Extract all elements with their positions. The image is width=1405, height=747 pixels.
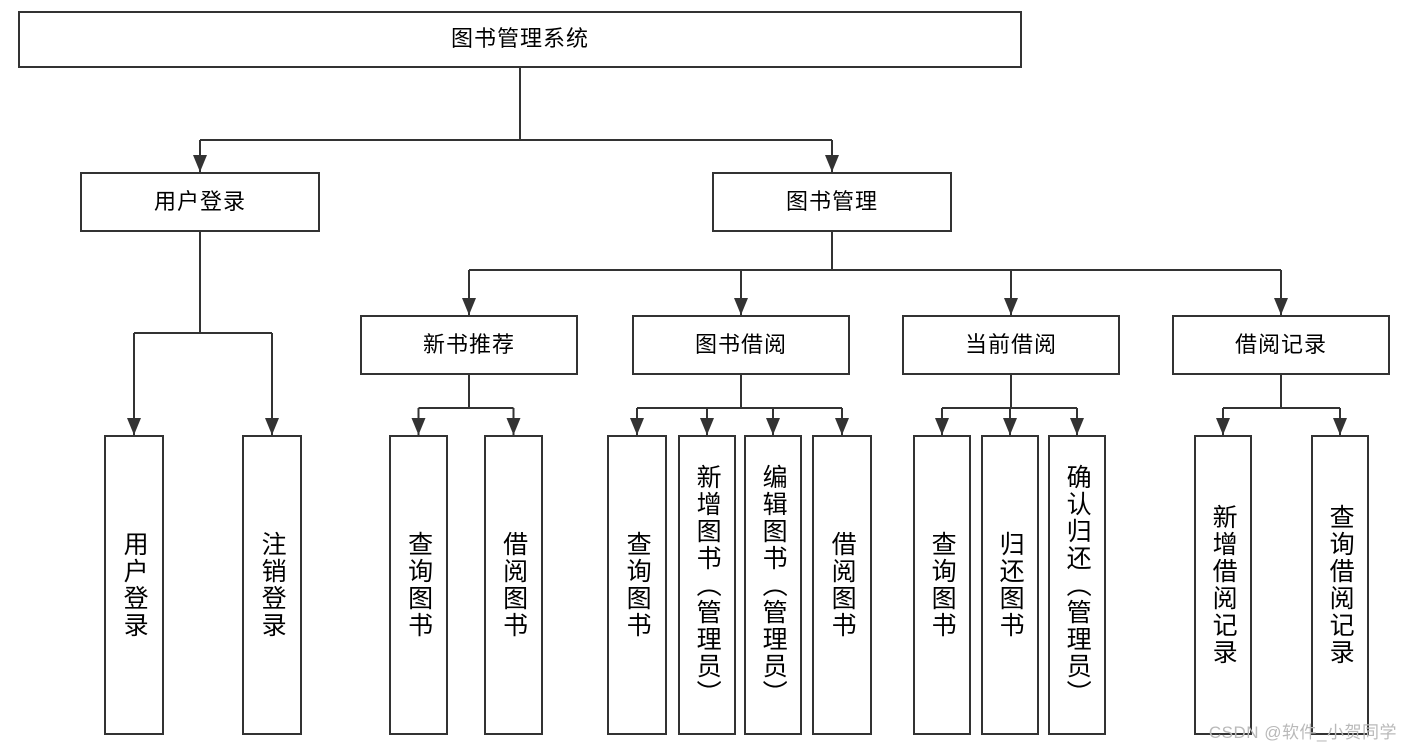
node-label: 查询借阅记录: [1326, 504, 1355, 666]
arrow-head-icon: [506, 418, 521, 435]
node-label: 借阅图书: [499, 531, 528, 639]
node-leaf-user-login[interactable]: 用户登录: [104, 435, 164, 735]
node-leaf-user-logout[interactable]: 注销登录: [242, 435, 302, 735]
arrow-head-icon: [1216, 418, 1230, 435]
node-label: 用户登录: [153, 188, 246, 214]
arrow-head-icon: [700, 418, 714, 435]
node-root[interactable]: 图书管理系统: [18, 11, 1022, 68]
node-book-borrow[interactable]: 图书借阅: [632, 315, 850, 375]
arrow-head-icon: [265, 418, 279, 435]
arrow-head-icon: [825, 155, 839, 172]
node-label: 查询图书: [928, 531, 957, 639]
node-new-book-recommend[interactable]: 新书推荐: [360, 315, 578, 375]
node-leaf-borrow-book-2[interactable]: 借阅图书: [812, 435, 872, 735]
arrow-head-icon: [411, 418, 426, 435]
node-current-borrow[interactable]: 当前借阅: [902, 315, 1120, 375]
node-label: 确认归还（管理员）: [1063, 463, 1092, 707]
arrow-head-icon: [462, 298, 476, 315]
arrow-head-icon: [127, 418, 141, 435]
node-leaf-query-book-3[interactable]: 查询图书: [913, 435, 971, 735]
node-label: 查询图书: [623, 531, 652, 639]
node-label: 新书推荐: [422, 331, 515, 357]
node-label: 图书管理: [785, 188, 878, 214]
node-label: 用户登录: [120, 531, 149, 639]
arrow-head-icon: [630, 418, 644, 435]
arrow-head-icon: [1274, 298, 1288, 315]
node-book-manage[interactable]: 图书管理: [712, 172, 952, 232]
node-leaf-add-borrow-record[interactable]: 新增借阅记录: [1194, 435, 1252, 735]
node-borrow-record[interactable]: 借阅记录: [1172, 315, 1390, 375]
arrow-head-icon: [1004, 298, 1018, 315]
node-label: 当前借阅: [964, 331, 1057, 357]
arrow-head-icon: [193, 155, 207, 172]
node-label: 图书借阅: [694, 331, 787, 357]
node-leaf-edit-book-admin[interactable]: 编辑图书（管理员）: [744, 435, 802, 735]
node-leaf-return-book[interactable]: 归还图书: [981, 435, 1039, 735]
node-label: 借阅图书: [828, 531, 857, 639]
node-user-login[interactable]: 用户登录: [80, 172, 320, 232]
node-label: 归还图书: [996, 531, 1025, 639]
arrow-head-icon: [766, 418, 780, 435]
arrow-head-icon: [1070, 418, 1084, 435]
watermark: CSDN @软件_小贺同学: [1208, 723, 1397, 742]
node-leaf-borrow-book-1[interactable]: 借阅图书: [484, 435, 543, 735]
node-label: 查询图书: [404, 531, 433, 639]
node-label: 图书管理系统: [450, 26, 589, 52]
node-label: 新增借阅记录: [1209, 504, 1238, 666]
node-leaf-query-book-1[interactable]: 查询图书: [389, 435, 448, 735]
node-label: 编辑图书（管理员）: [759, 463, 788, 707]
node-label: 新增图书（管理员）: [693, 463, 722, 707]
arrow-head-icon: [1333, 418, 1347, 435]
arrow-head-icon: [734, 298, 748, 315]
arrow-head-icon: [835, 418, 849, 435]
node-leaf-query-borrow-record[interactable]: 查询借阅记录: [1311, 435, 1369, 735]
node-label: 借阅记录: [1234, 331, 1327, 357]
arrow-head-icon: [935, 418, 949, 435]
node-leaf-add-book-admin[interactable]: 新增图书（管理员）: [678, 435, 736, 735]
node-label: 注销登录: [258, 531, 287, 639]
node-leaf-confirm-return-admin[interactable]: 确认归还（管理员）: [1048, 435, 1106, 735]
arrow-head-icon: [1003, 418, 1017, 435]
node-leaf-query-book-2[interactable]: 查询图书: [607, 435, 667, 735]
